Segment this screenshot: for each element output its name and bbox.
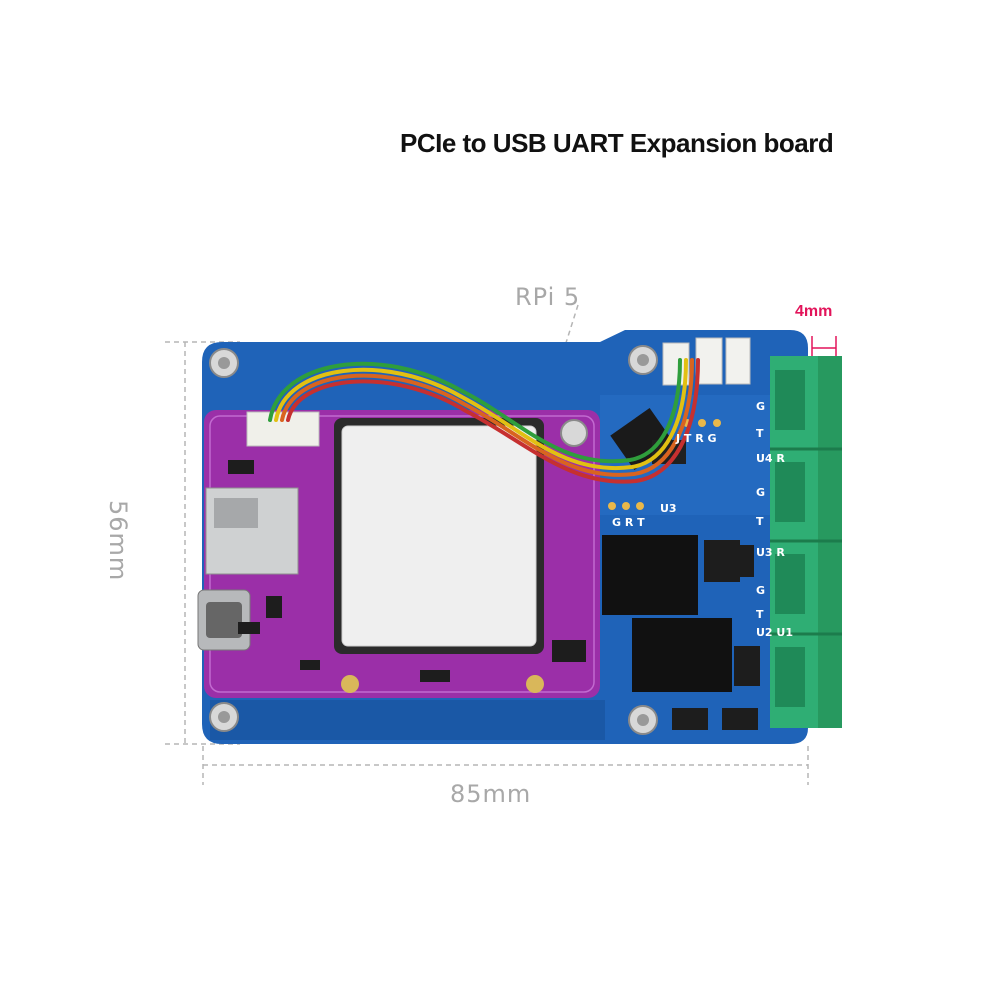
silk-side-label: T	[756, 608, 764, 621]
uart-ic	[610, 408, 674, 470]
silk-side-label: G	[756, 486, 765, 499]
silk-side-label: U4 R	[756, 452, 785, 465]
jst-connectors	[662, 337, 751, 386]
page-title: PCIe to USB UART Expansion board	[400, 128, 834, 158]
silk-u3: U3	[660, 502, 677, 515]
silk-side-label: T	[756, 515, 764, 528]
silk-u3-pins: G R T	[612, 516, 645, 529]
silk-header-top: J T R G	[675, 432, 717, 445]
terminal-blocks	[770, 356, 842, 728]
dcdc-module-1	[602, 535, 698, 615]
dcdc-module-2	[632, 618, 732, 692]
module-shield	[341, 425, 537, 647]
rpi5-label: RPi 5	[515, 283, 581, 311]
silk-side-label: U2 U1	[756, 626, 793, 639]
width-dimension-label: 85mm	[450, 780, 532, 808]
silk-side-label: G	[756, 400, 765, 413]
silk-side-label: T	[756, 427, 764, 440]
smd-components	[228, 460, 586, 682]
ribbon-cable	[268, 358, 700, 484]
terminal-width-label: 4mm	[795, 303, 833, 320]
silk-side-label: G	[756, 584, 765, 597]
mounting-screws	[209, 345, 658, 735]
silk-side-label: U3 R	[756, 546, 785, 559]
